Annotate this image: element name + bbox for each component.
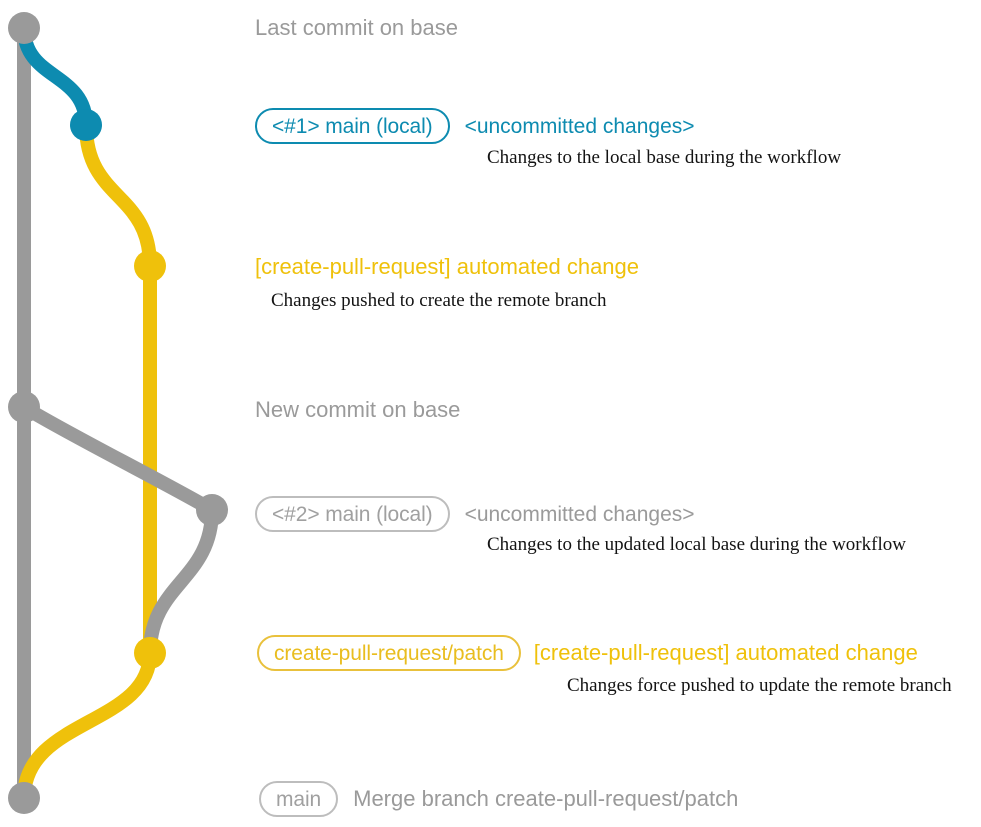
row-spacer	[521, 653, 534, 654]
node-base-new[interactable]	[8, 391, 40, 423]
ref-pill-create-pull-request-patch[interactable]: create-pull-request/patch	[257, 635, 521, 671]
heading-last-commit-on-base: Last commit on base	[255, 15, 458, 40]
heading-new-commit-on-base: New commit on base	[255, 397, 461, 422]
headline-automated-1: [create-pull-request] automated change	[255, 254, 640, 279]
node-patch-2[interactable]	[134, 637, 166, 669]
description-local-2: Changes to the updated local base during…	[487, 534, 906, 555]
headline-local-1: <uncommitted changes>	[464, 114, 695, 138]
row-automated-1: [create-pull-request] automated change	[255, 256, 639, 278]
edge-local1-to-patch1	[79, 118, 157, 273]
edge-local2-to-patch2	[143, 503, 219, 660]
row-automated-2: create-pull-request/patch [create-pull-r…	[257, 635, 918, 671]
edge-patch2-to-merge	[17, 646, 157, 805]
description-local-1: Changes to the local base during the wor…	[487, 147, 842, 168]
row-spacer	[338, 799, 353, 800]
ref-pill-local-2[interactable]: <#2> main (local)	[255, 496, 450, 532]
edge-basenew-to-local2	[17, 400, 219, 517]
headline-automated-2: [create-pull-request] automated change	[533, 640, 918, 665]
node-local-2[interactable]	[196, 494, 228, 526]
node-base-head[interactable]	[8, 12, 40, 44]
node-patch-1[interactable]	[134, 250, 166, 282]
node-local-1[interactable]	[70, 109, 102, 141]
node-merge-commit[interactable]	[8, 782, 40, 814]
row-spacer	[450, 126, 465, 127]
ref-pill-local-1[interactable]: <#1> main (local)	[255, 108, 450, 144]
description-automated-1: Changes pushed to create the remote bran…	[271, 290, 607, 311]
row-local-1: <#1> main (local) <uncommitted changes>	[255, 108, 695, 144]
description-automated-2: Changes force pushed to update the remot…	[567, 675, 952, 696]
ref-pill-main[interactable]: main	[259, 781, 339, 817]
headline-local-2: <uncommitted changes>	[464, 502, 695, 526]
row-spacer	[450, 514, 465, 515]
headline-merge: Merge branch create-pull-request/patch	[353, 786, 739, 811]
row-local-2: <#2> main (local) <uncommitted changes>	[255, 496, 695, 532]
row-merge: main Merge branch create-pull-request/pa…	[259, 781, 738, 817]
